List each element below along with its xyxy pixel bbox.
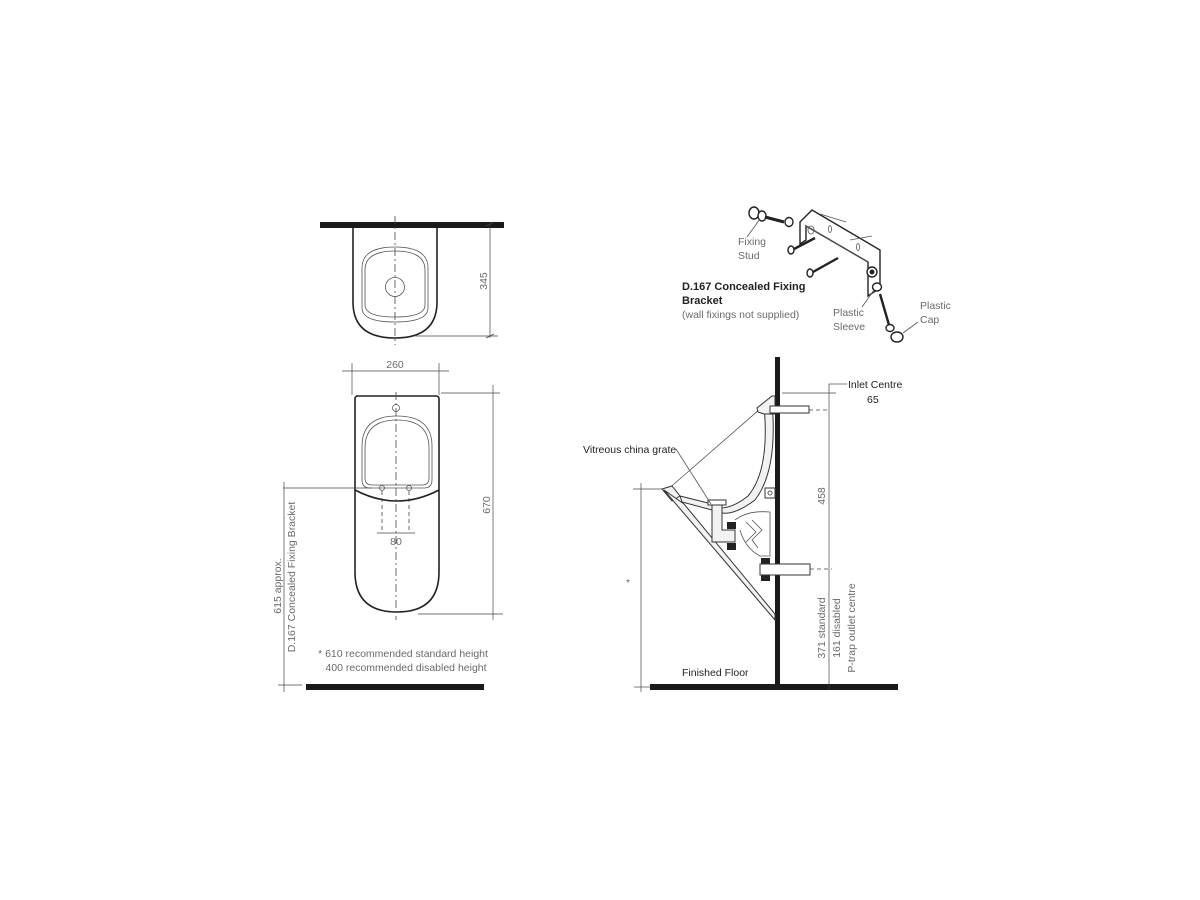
plastic-cap-label-1: Plastic (920, 300, 951, 312)
plastic-sleeve-label-1: Plastic (833, 307, 864, 319)
bracket-slot (807, 225, 815, 235)
wall-screw-head (787, 245, 795, 255)
bracket-hole-left (379, 485, 385, 491)
bracket-hole-core (869, 269, 875, 275)
seal-block (727, 543, 736, 550)
dim-tick (485, 333, 495, 339)
plan-bowl-inner (364, 250, 426, 318)
bracket-subtitle: (wall fixings not supplied) (682, 309, 799, 321)
finished-floor-label: Finished Floor (682, 667, 749, 679)
inlet-centre-dim: 65 (867, 394, 879, 406)
plan-depth-dim: 345 (478, 272, 490, 290)
leader-line (828, 383, 847, 393)
vitreous-china-grate (707, 499, 727, 506)
wall-screw (793, 236, 816, 251)
fixing-stud-label-1: Fixing (738, 236, 766, 248)
note-disabled-height: 400 recommended disabled height (325, 662, 486, 674)
note-standard-height: * 610 recommended standard height (318, 648, 488, 660)
bracket-body (799, 209, 881, 298)
wall-screw-head (806, 268, 814, 278)
front-height-dim: 670 (481, 496, 493, 514)
inlet-centre-label: Inlet Centre (848, 379, 902, 391)
bracket-height-dim: 615 approx. (272, 558, 284, 613)
grate-label: Vitreous china grate (583, 444, 676, 456)
leader-line (861, 289, 875, 308)
bracket-detail: Fixing Stud Plastic Sleeve Plastic Cap D… (682, 206, 951, 343)
leader-line (902, 321, 919, 334)
p-trap-bend (745, 521, 757, 543)
p-trap-outlet-label: P-trap outlet centre (846, 583, 858, 672)
bracket-slot (856, 243, 860, 251)
wall-fixing-hole (767, 490, 773, 496)
fixing-stud-rod (764, 215, 785, 224)
front-body-outline (354, 395, 440, 613)
leader-line (675, 448, 712, 505)
fixing-stud-label-2: Stud (738, 250, 760, 262)
seal-block (727, 522, 736, 529)
disabled-dim: 161 disabled (831, 598, 843, 658)
plastic-sleeve (871, 282, 883, 292)
bracket-wall-line (819, 213, 847, 223)
plastic-cap-label-2: Cap (920, 314, 939, 326)
wall-fixing-lug (764, 487, 776, 499)
front-lip-curve (354, 489, 440, 502)
cap-bolt-washer (885, 323, 895, 333)
bracket-hole-right (406, 485, 412, 491)
dim-tick (485, 221, 495, 227)
bracket-slot (828, 225, 832, 233)
fixing-stud-end-nut (784, 216, 794, 228)
side-wall (775, 357, 780, 690)
p-trap-body (734, 511, 771, 557)
rim-height-asterisk: * (626, 577, 630, 589)
cap-bolt (878, 293, 891, 326)
plan-bowl-outer (361, 246, 429, 323)
side-floor (650, 684, 898, 690)
bracket-wall-line (849, 235, 873, 241)
inlet-pipe (769, 405, 810, 414)
plan-view: 345 (320, 216, 504, 345)
bracket-title-1: D.167 Concealed Fixing (682, 281, 805, 293)
leader-line (746, 218, 761, 238)
bracket-title-2: Bracket (682, 295, 723, 307)
front-floor (306, 684, 484, 690)
urinal-top-edge (665, 395, 776, 492)
plastic-cap (890, 331, 904, 343)
front-view: 260 80 670 615 approx. D.167 Concealed F… (272, 359, 503, 692)
urinal-front-shell (663, 489, 776, 622)
seal-block (761, 558, 770, 565)
front-bowl-inner (364, 419, 430, 486)
outlet-channel (711, 504, 736, 543)
outlet-pipe (759, 563, 811, 576)
outlet-spacing-dim: 80 (390, 536, 402, 548)
plan-body-outline (352, 228, 438, 339)
front-bowl-outer (361, 415, 433, 489)
side-view: Vitreous china grate Inlet Centre 65 458… (583, 357, 902, 692)
bracket-edge (805, 225, 869, 263)
plan-wall (320, 222, 504, 228)
standard-dim: 371 standard (816, 597, 828, 658)
side-458-dim: 458 (816, 487, 828, 505)
front-width-dim: 260 (386, 359, 404, 371)
wall-screw (812, 256, 839, 274)
seal-block (761, 574, 770, 581)
bracket-label-vertical: D.167 Concealed Fixing Bracket (286, 502, 298, 653)
plastic-sleeve-label-2: Sleeve (833, 321, 865, 333)
p-trap-bend (751, 519, 763, 549)
